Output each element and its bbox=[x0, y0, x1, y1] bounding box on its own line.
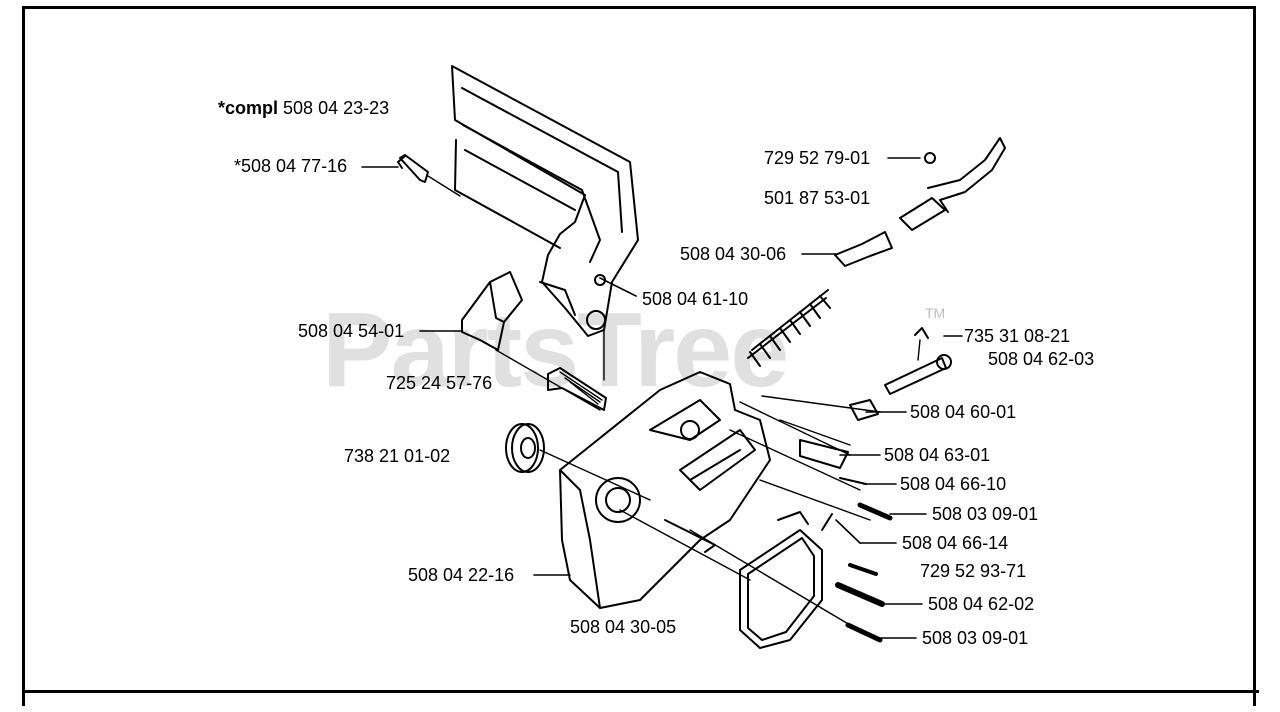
pin-head-drawing bbox=[936, 354, 952, 370]
part-label[interactable]: 508 04 62-03 bbox=[988, 349, 1095, 369]
part-label[interactable]: 508 04 30-06 bbox=[680, 244, 787, 264]
part-label[interactable]: 508 04 62-02 bbox=[928, 594, 1035, 614]
crankcase-drawing bbox=[559, 371, 771, 609]
diagram-frame bbox=[22, 6, 1256, 706]
part-label[interactable]: 508 04 60-01 bbox=[910, 402, 1017, 422]
part-label[interactable]: 729 52 79-01 bbox=[764, 148, 871, 168]
part-label[interactable]: 508 04 63-01 bbox=[884, 445, 991, 465]
part-label[interactable]: 735 31 08-21 bbox=[964, 326, 1071, 346]
bolt-drawing bbox=[397, 154, 429, 183]
brake-spring-drawing bbox=[799, 439, 849, 469]
part-label[interactable]: 725 24 57-76 bbox=[386, 373, 493, 393]
screw-2-drawing bbox=[848, 563, 878, 576]
part-label[interactable]: 508 03 09-01 bbox=[932, 504, 1039, 524]
part-label[interactable]: 508 04 22-16 bbox=[408, 565, 515, 585]
rod-drawing bbox=[839, 477, 867, 485]
part-label[interactable]: 508 04 61-10 bbox=[642, 289, 749, 309]
screw-4-drawing bbox=[845, 622, 883, 643]
chain-catcher-drawing bbox=[461, 271, 523, 351]
leader-lines bbox=[361, 157, 963, 639]
bracket-drawing bbox=[834, 231, 893, 267]
bottom-divider bbox=[22, 690, 1259, 693]
screw-1-drawing bbox=[857, 502, 893, 521]
part-label[interactable]: 508 03 09-01 bbox=[922, 628, 1029, 648]
watermark-trademark: TM bbox=[925, 305, 946, 321]
part-label[interactable]: 508 04 54-01 bbox=[298, 321, 405, 341]
tension-screw-drawing bbox=[547, 367, 607, 411]
lever-plate-drawing bbox=[849, 399, 879, 421]
part-label[interactable]: 508 04 30-05 bbox=[570, 617, 677, 637]
part-label[interactable]: *508 04 77-16 bbox=[234, 156, 348, 176]
part-label[interactable]: 508 04 66-10 bbox=[900, 474, 1007, 494]
spring-drawing bbox=[747, 289, 831, 367]
brake-band-drawing bbox=[739, 511, 823, 649]
part-label[interactable]: 508 04 66-14 bbox=[902, 533, 1009, 553]
screw-3-drawing bbox=[835, 582, 885, 607]
brake-lever-drawing bbox=[899, 137, 1006, 231]
part-label[interactable]: 501 87 53-01 bbox=[764, 188, 871, 208]
part-label[interactable]: 729 52 93-71 bbox=[920, 561, 1027, 581]
part-label[interactable]: 738 21 01-02 bbox=[344, 446, 451, 466]
pin-small-drawing bbox=[821, 513, 833, 531]
bearing-drawing bbox=[505, 423, 545, 473]
chain-cover-drawing bbox=[451, 65, 639, 337]
assembly-label: *compl 508 04 23-23 bbox=[218, 98, 390, 118]
circlip-drawing bbox=[914, 327, 929, 339]
centre-lines bbox=[427, 175, 921, 626]
